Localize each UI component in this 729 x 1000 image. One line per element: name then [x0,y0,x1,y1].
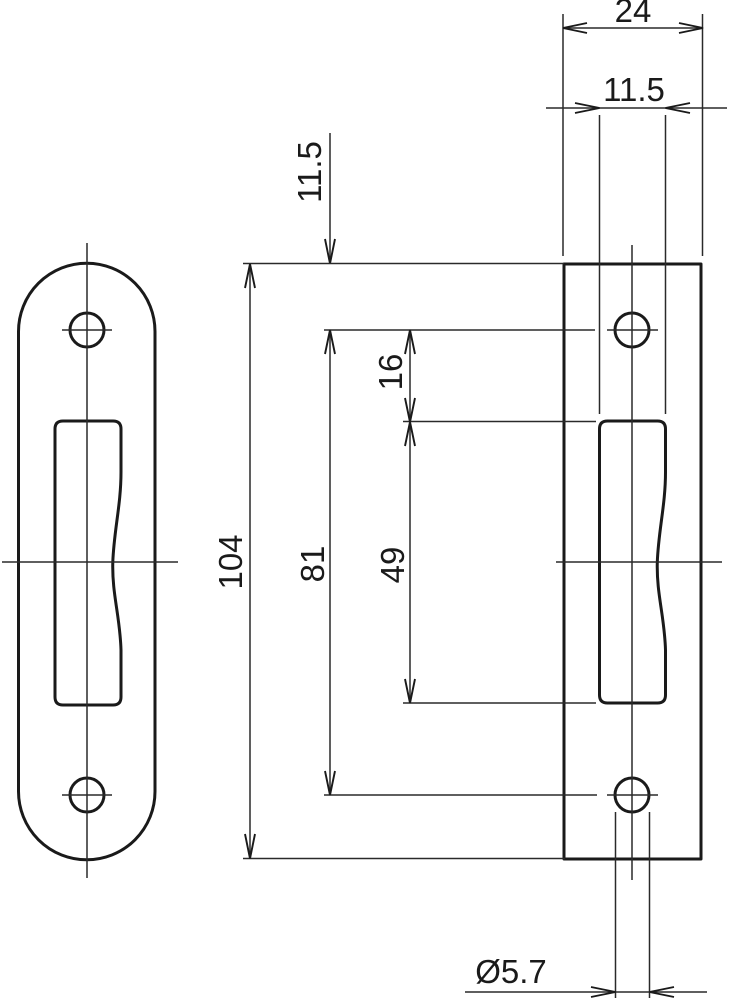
dim-hole-diameter-arrows [590,986,675,998]
dim-slot-height-arrows [404,421,416,704]
dim-slot-width: 11.5 [546,71,727,414]
right-plate-centerlines [556,245,722,880]
right-plate-view [556,245,722,880]
left-plate-view [2,243,178,878]
dim-slot-height: 49 [374,421,596,704]
dim-hole-diameter: Ø5.7 [465,812,707,998]
dim-slot-width-label: 11.5 [603,71,665,108]
right-plate-latch-slot [598,419,667,705]
dim-slot-height-lines [403,422,596,704]
dim-top-hole-offset: 11.5 [291,133,336,264]
dim-slot-width-lines [546,107,727,414]
dim-plate-height-lines [243,262,565,860]
dim-hole-spacing: 81 [294,329,597,796]
left-plate-centerlines [2,243,178,878]
dim-slot-height-label: 49 [374,547,411,584]
dim-hole-to-slot: 16 [372,329,596,423]
dim-hole-diameter-label: Ø5.7 [475,953,547,990]
dim-plate-height: 104 [212,262,565,860]
dim-hole-spacing-arrows [324,329,336,796]
dim-plate-width-label: 24 [615,0,652,29]
dim-slot-width-arrows [574,102,691,114]
left-plate-outline [17,261,157,862]
dim-plate-height-label: 104 [212,534,249,589]
dim-hole-to-slot-label: 16 [372,354,409,391]
dim-hole-spacing-label: 81 [294,546,331,583]
dim-plate-width: 24 [562,0,704,256]
dim-plate-width-lines [562,14,704,256]
left-plate-latch-slot [53,419,123,707]
dim-hole-diameter-lines [465,812,707,998]
dim-plate-width-arrows [562,22,704,34]
dim-plate-height-arrows [244,263,256,859]
dim-hole-spacing-lines [324,329,597,796]
dim-hole-to-slot-lines [403,330,596,423]
dim-top-hole-offset-label: 11.5 [291,141,328,203]
